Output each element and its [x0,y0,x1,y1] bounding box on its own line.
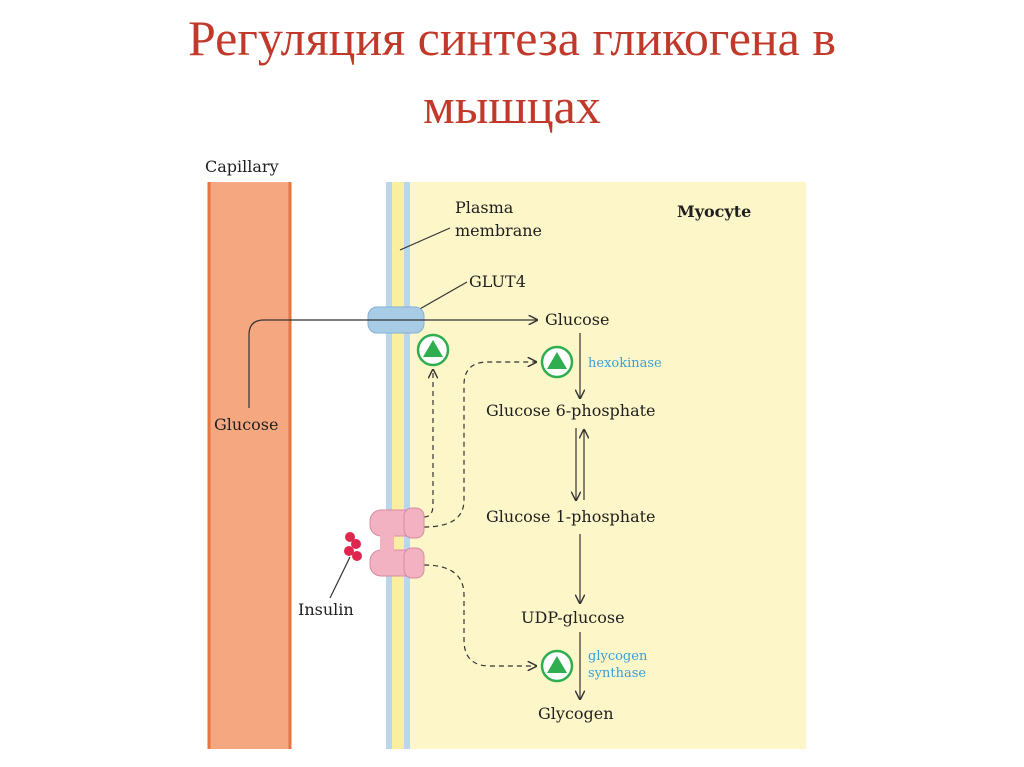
insulin-molecule-icon [344,532,362,561]
capillary-label: Capillary [205,157,279,176]
insulin-receptor-icon [369,507,425,579]
hexokinase-activation-icon [540,345,574,379]
glut4-activation-icon [416,333,450,367]
insulin-label: Insulin [298,600,354,619]
signal-arrow-to-glycogen-synthase [423,564,536,666]
capillary [208,182,291,749]
plasma-membrane [386,182,410,749]
glut4-label: GLUT4 [469,272,526,291]
title-line-1: Регуляция синтеза гликогена в [188,10,836,66]
enzyme-glycogen-synthase-line-2: synthase [588,666,646,681]
glycogen-synthase-activation-icon [540,649,574,683]
signal-arrow-to-glut4 [423,370,433,518]
plasma-membrane-label-1: Plasma [455,198,514,217]
blood-glucose-label: Glucose [214,415,278,434]
title-line-2: мышцах [423,78,601,134]
glucose-transport-arrow [248,320,537,408]
metabolite-glucose-6-phosphate: Glucose 6-phosphate [486,401,656,420]
metabolite-glucose-1-phosphate: Glucose 1-phosphate [486,507,656,526]
plasma-membrane-pointer [399,227,451,251]
signal-arrow-to-hexokinase [423,362,536,528]
plasma-membrane-label-2: membrane [455,221,542,240]
myocyte-label: Myocyte [677,202,751,221]
myocyte-cytoplasm [410,182,806,749]
metabolite-udp-glucose: UDP-glucose [521,608,625,627]
page-title: Регуляция синтеза гликогена в мышцах [0,4,1024,140]
glut4-pointer [417,281,468,311]
enzyme-hexokinase: hexokinase [588,356,662,371]
metabolite-glycogen: Glycogen [538,704,614,723]
enzyme-glycogen-synthase-line-1: glycogen [588,649,648,664]
metabolite-glucose: Glucose [545,310,609,329]
insulin-pointer [329,556,351,599]
